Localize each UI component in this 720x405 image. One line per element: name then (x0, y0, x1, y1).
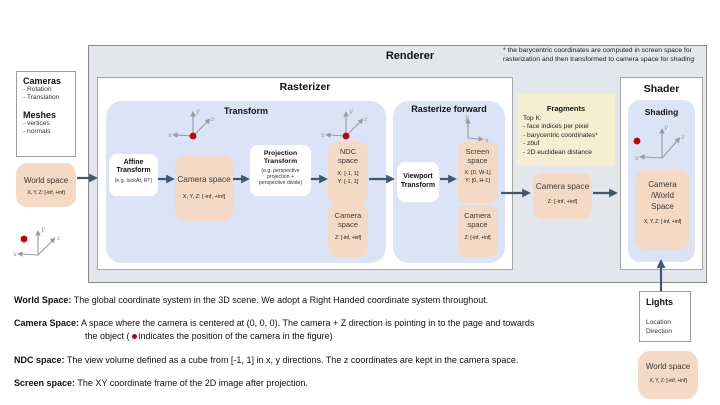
camera-world-line2: /World (651, 191, 674, 200)
lights-title: Lights (646, 297, 673, 307)
screen-title-line2: space (467, 156, 488, 165)
cameras-item: - Translation (23, 94, 60, 102)
projection-title-line2: Transform (263, 158, 298, 165)
shader-title: Shader (643, 83, 680, 95)
camera-space-title: Camera space (177, 175, 231, 184)
camera-space-mid-title: Camera space (535, 182, 590, 191)
projection-subtitle-line3: perspective divide) (258, 180, 303, 186)
lights-item: Location (646, 319, 671, 326)
axis-label-y: y (40, 225, 45, 233)
camera-space-box: Camera space X, Y, Z: [-inf, +inf] (175, 155, 233, 221)
definition-screen-space: Screen space: The XY coordinate frame of… (14, 378, 308, 388)
viewport-title-line1: Viewport (403, 173, 433, 180)
definition-text: The XY coordinate frame of the 2D image … (75, 378, 308, 388)
camera-space-z-box: Camera space Z: [-inf, +inf] (457, 205, 498, 257)
renderer-title: Renderer (385, 50, 435, 62)
axis-label-z: z (56, 234, 61, 242)
world-space-title: World space (23, 176, 69, 185)
projection-title-line1: Projection (263, 150, 298, 157)
ndc-range-x: X: [-1, 1] (337, 171, 359, 177)
cameras-title: Cameras (23, 76, 62, 86)
transform-title: Transform (223, 106, 268, 116)
camera-world-line3: Space (651, 202, 674, 211)
definition-world-space: World Space: The global coordinate syste… (14, 295, 488, 305)
ndc-range-y: Y: [-1, 1] (337, 178, 359, 185)
shading-title: Shading (644, 107, 679, 117)
definition-text: indicates the position of the camera in … (138, 331, 333, 341)
projection-subtitle-line1: (e.g. perspective (261, 168, 300, 174)
fragments-line: - face indices per pixel (523, 123, 589, 131)
ndc-title-line1: NDC (339, 147, 357, 156)
camera-space-z-box: Camera space Z: [-inf, +inf] (328, 205, 368, 257)
fragments-box: Fragments Top K: - face indices per pixe… (517, 94, 615, 166)
projection-transform-box: Projection Transform (e.g. perspective p… (250, 145, 311, 196)
fragments-line: Top K: (523, 115, 542, 122)
world-space-range: X, Y, Z: [-inf, +inf] (649, 378, 687, 384)
world-space-box: World space X, Y, Z: [-inf, +inf] (16, 163, 76, 207)
definition-text: A space where the camera is centered at … (79, 318, 535, 328)
cameras-item: - Rotation (23, 86, 52, 93)
definition-term: NDC space: (14, 355, 65, 365)
affine-transform-box: Affine Transform (e.g. lookAt, RT) (109, 154, 158, 196)
definition-text: The view volume defined as a cube from [… (64, 355, 519, 365)
camera-z-title-line1: Camera (464, 211, 491, 220)
meshes-item: - vertices (23, 119, 50, 127)
rasterizer-title: Rasterizer (279, 81, 331, 93)
screen-space-box: Screen space X: [0, W-1] Y: [0, H-1] (457, 142, 498, 203)
viewport-transform-box: Viewport Transform (397, 162, 439, 202)
camera-z-title-line1: Camera (334, 211, 362, 220)
axes-3d-icon: y z x (13, 225, 61, 258)
camera-z-range: Z: [-inf, +inf] (464, 235, 491, 241)
ndc-title-line2: space (337, 156, 358, 165)
world-space-range: X, Y, Z: [-inf, +inf] (27, 190, 65, 196)
affine-title-line1: Affine (123, 159, 144, 166)
projection-subtitle-line2: projection + (267, 174, 294, 180)
cameras-meshes-box: Cameras - Rotation - Translation Meshes … (16, 71, 76, 157)
camera-space-mid-range: Z: [-inf, +inf] (547, 199, 578, 205)
lights-box: Lights Location Direction (639, 291, 691, 342)
meshes-title: Meshes (23, 109, 57, 120)
ndc-space-box: NDC space X: [-1, 1] Y: [-1, 1] (328, 142, 368, 205)
rasterize-forward-title: Rasterize forward (411, 104, 487, 114)
world-space-title: World space (645, 362, 691, 371)
screen-range-y: Y: [0, H-1] (465, 177, 490, 184)
barycentric-note-line2: rasterization and then transformed to ca… (503, 56, 695, 63)
camera-z-range: Z: [-inf, +inf] (334, 235, 362, 241)
viewport-title-line2: Transform (400, 182, 436, 189)
camera-z-title-line2: space (467, 220, 488, 229)
camera-z-title-line2: space (337, 220, 358, 229)
definition-camera-space: Camera Space: A space where the camera i… (14, 318, 534, 328)
definition-term: Camera Space: (14, 318, 80, 328)
camera-position-dot (131, 334, 137, 340)
fragments-line: - barycentric coordinates* (523, 131, 598, 139)
screen-title-line1: Screen (465, 147, 490, 156)
world-space-box: World space X, Y, Z: [-inf, +inf] (638, 351, 698, 399)
camera-world-line1: Camera (648, 180, 677, 189)
definition-term: World Space: (14, 295, 72, 305)
camera-space-range: X, Y, Z: [-inf, +inf] (182, 194, 226, 200)
camera-position-dot (20, 235, 28, 243)
affine-subtitle: (e.g. lookAt, RT) (114, 178, 153, 184)
meshes-item: - normals (23, 128, 51, 136)
screen-range-x: X: [0, W-1] (464, 170, 491, 176)
definition-text: the object ( (85, 331, 130, 341)
definition-camera-space-line2: the object ( indicates the position of th… (85, 331, 333, 341)
fragments-title: Fragments (546, 104, 586, 113)
definition-term: Screen space: (14, 378, 76, 388)
camera-world-range: X, Y, Z: [-inf, +inf] (643, 219, 682, 225)
axis-label-x: x (13, 250, 17, 258)
camera-world-space-box: Camera /World Space X, Y, Z: [-inf, +inf… (635, 169, 690, 250)
fragments-line: - zbuf (523, 140, 540, 148)
affine-title-line2: Transform (116, 167, 151, 174)
definition-text: The global coordinate system in the 3D s… (71, 295, 489, 305)
camera-space-mid-box: Camera space Z: [-inf, +inf] (533, 173, 592, 219)
barycentric-note-line1: * the barycentric coordinates are comput… (503, 47, 692, 54)
lights-item: Direction (646, 328, 673, 335)
definition-ndc-space: NDC space: The view volume defined as a … (14, 355, 518, 365)
fragments-line: - 2D euclidean distance (523, 148, 592, 156)
